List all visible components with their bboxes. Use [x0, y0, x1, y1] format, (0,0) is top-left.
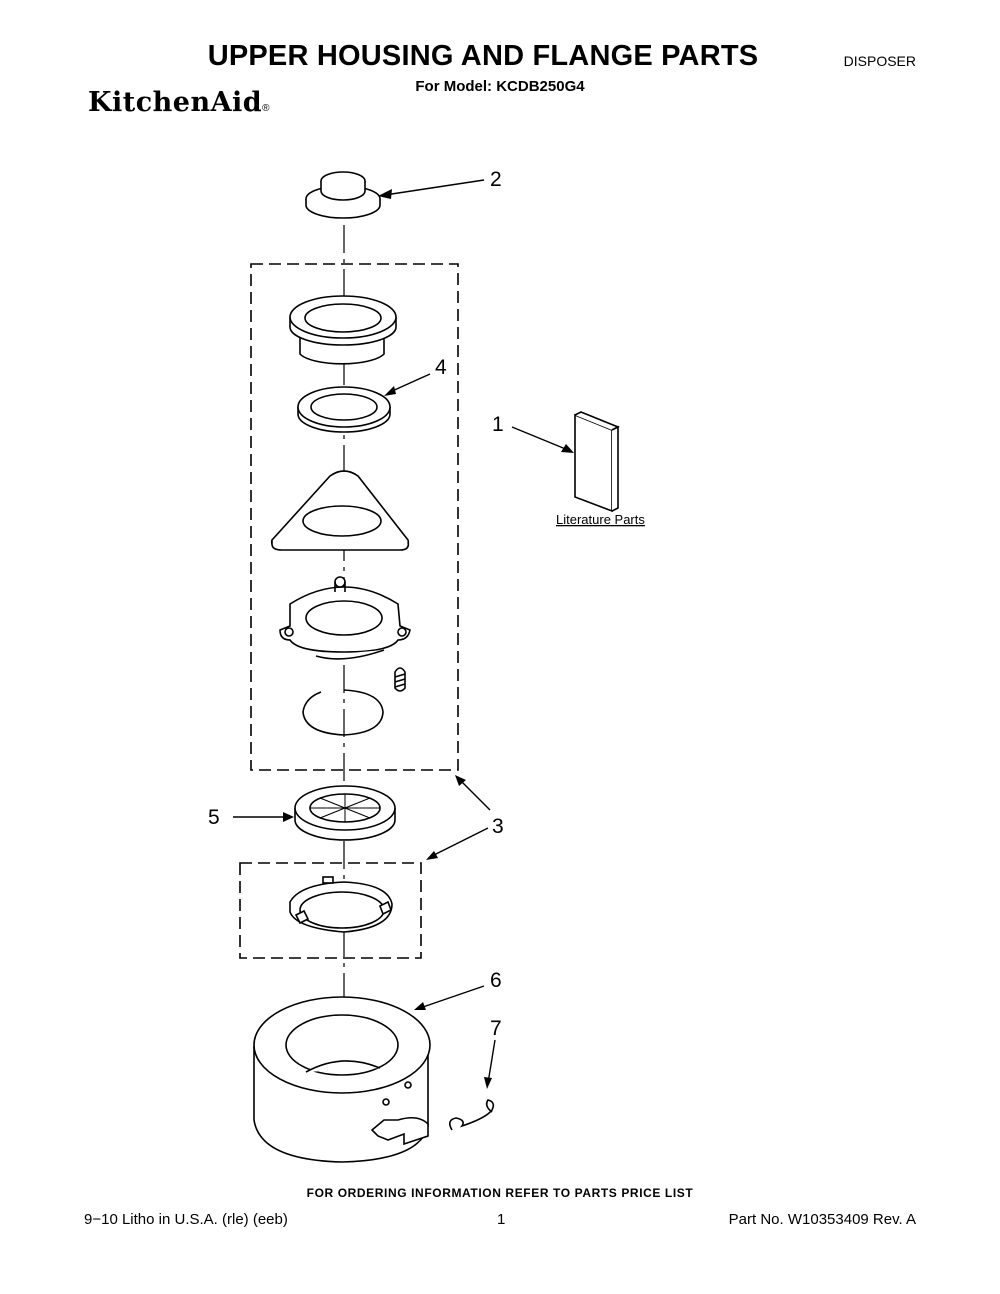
category-label: DISPOSER — [843, 53, 916, 69]
registered-mark: ® — [262, 103, 271, 114]
part-number: Part No. W10353409 Rev. A — [728, 1211, 916, 1228]
screw-part — [394, 667, 406, 692]
sink-flange-part — [289, 295, 397, 365]
ordering-note: FOR ORDERING INFORMATION REFER TO PARTS … — [306, 1186, 694, 1200]
snap-ring-part — [302, 689, 384, 736]
page-title: UPPER HOUSING AND FLANGE PARTS — [207, 40, 759, 72]
callout-6: 6 — [490, 969, 502, 992]
arrow-heads — [283, 189, 574, 1089]
mounting-ring-part — [279, 576, 411, 660]
callout-4: 4 — [435, 356, 447, 379]
leader-arrows — [233, 179, 569, 1084]
flange-assembly-box — [250, 263, 459, 771]
callout-7: 7 — [490, 1017, 502, 1040]
splash-guard-part — [294, 785, 396, 841]
literature-parts-label: Literature Parts — [556, 512, 645, 527]
literature-part — [574, 411, 620, 513]
litho-info: 9−10 Litho in U.S.A. (rle) (eeb) — [84, 1211, 288, 1228]
callout-2: 2 — [490, 168, 502, 191]
callout-1: 1 — [492, 413, 504, 436]
stopper-part — [305, 171, 381, 219]
page-number: 1 — [497, 1211, 506, 1228]
callout-5: 5 — [208, 806, 220, 829]
upper-housing-part — [253, 996, 431, 1163]
brand-name: KitchenAid — [88, 87, 263, 118]
gasket-part — [297, 386, 391, 433]
model-line: For Model: KCDB250G4 — [415, 78, 585, 95]
backup-ring-part — [270, 470, 410, 551]
lower-ring-box — [239, 862, 422, 959]
brand-logo: KitchenAid® — [88, 87, 270, 118]
spring-clip-part — [448, 1099, 495, 1131]
lower-mounting-ring-part — [289, 876, 393, 933]
callout-3: 3 — [492, 815, 504, 838]
